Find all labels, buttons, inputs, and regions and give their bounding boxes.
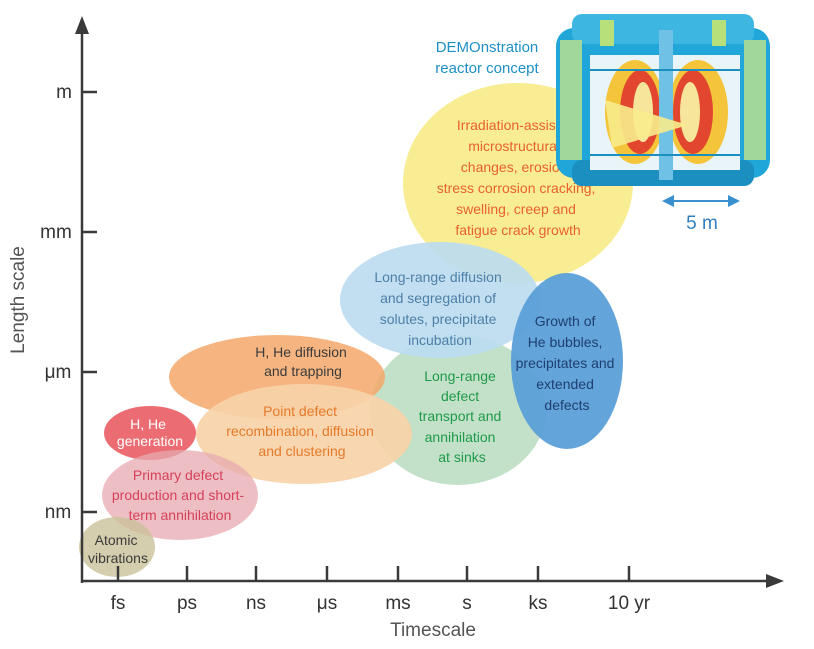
label-point-defect: Point defect recombination, diffusion an… <box>226 403 378 459</box>
label-line: defects <box>544 397 589 413</box>
y-tick-label: m <box>56 82 72 103</box>
scale-arrow-left <box>662 195 674 207</box>
label-line: Primary defect <box>133 467 223 483</box>
label-h-he-generation: H, He generation <box>117 416 183 449</box>
label-line: extended <box>536 376 594 392</box>
label-line: H, He diffusion <box>255 344 347 360</box>
reactor-coil <box>600 20 614 46</box>
y-tick-label: mm <box>40 222 72 243</box>
label-line: solutes, precipitate <box>380 311 497 327</box>
scale-bar: 5 m <box>662 195 740 234</box>
label-line: H, He <box>130 416 166 432</box>
x-tick-label: fs <box>111 593 126 614</box>
reactor-central-column <box>659 30 673 180</box>
x-tick-label: ns <box>246 593 266 614</box>
label-line: swelling, creep and <box>456 201 576 217</box>
reactor-illustration <box>556 14 770 186</box>
y-tick-label: nm <box>45 502 71 523</box>
y-axis-arrowhead <box>75 16 89 34</box>
axes: m mm μm nm fs ps ns μs ms s ks 10 yr Tim… <box>8 16 784 641</box>
reactor-label: DEMOnstration reactor concept <box>435 39 539 77</box>
reactor-coil <box>560 40 582 160</box>
label-line: production and short- <box>112 487 245 503</box>
reactor-coil <box>744 40 766 160</box>
label-line: Long-range <box>424 368 496 384</box>
label-line: defect <box>441 388 479 404</box>
label-line: and clustering <box>258 443 345 459</box>
label-line: Growth of <box>535 313 596 329</box>
x-axis-arrowhead <box>766 574 784 588</box>
region-primary-defect <box>102 450 258 540</box>
label-long-range-defect: Long-range defect transport and annihila… <box>419 368 505 465</box>
reactor-label-line1: DEMOnstration <box>436 39 539 56</box>
label-line: vibrations <box>88 550 148 566</box>
label-line: transport and <box>419 408 502 424</box>
label-line: fatigue crack growth <box>455 222 580 238</box>
y-tick-label: μm <box>45 362 72 383</box>
label-line: microstructural, <box>468 138 564 154</box>
label-line: annihilation <box>425 429 496 445</box>
label-line: incubation <box>408 332 472 348</box>
reactor-core-right <box>680 82 700 142</box>
label-line: generation <box>117 433 183 449</box>
label-he-bubbles: Growth of He bubbles, precipitates and e… <box>516 313 619 413</box>
regions-layer <box>79 83 633 577</box>
label-line: Point defect <box>263 403 337 419</box>
label-line: term annihilation <box>129 507 232 523</box>
label-line: and segregation of <box>380 290 496 306</box>
label-long-range-diffusion: Long-range diffusion and segregation of … <box>374 269 505 348</box>
x-tick-label: 10 yr <box>608 593 651 614</box>
y-axis-title: Length scale <box>8 246 29 354</box>
label-line: recombination, diffusion <box>226 423 374 439</box>
region-h-he-generation <box>104 406 196 460</box>
label-line: and trapping <box>264 363 342 379</box>
x-tick-label: s <box>462 593 472 614</box>
region-long-range-defect <box>370 335 546 485</box>
label-line: Atomic <box>95 532 138 548</box>
label-h-he-diffusion: H, He diffusion and trapping <box>255 344 350 379</box>
scale-label: 5 m <box>686 213 718 234</box>
label-irradiation-assisted: Irradiation-assisted microstructural, ch… <box>437 117 600 238</box>
region-he-bubbles <box>511 273 623 449</box>
callout-connector <box>605 100 688 148</box>
label-line: at sinks <box>438 449 485 465</box>
label-line: Irradiation-assisted <box>457 117 575 133</box>
reactor-label-line2: reactor concept <box>435 60 539 77</box>
region-long-range-diffusion <box>340 242 540 358</box>
x-tick-label: ps <box>177 593 197 614</box>
label-line: He bubbles, <box>528 334 603 350</box>
region-atomic-vibrations <box>79 517 155 577</box>
x-tick-label: ms <box>385 593 410 614</box>
label-atomic-vibrations: Atomic vibrations <box>88 532 148 566</box>
label-line: stress corrosion cracking, <box>437 180 596 196</box>
reactor-coil <box>712 20 726 46</box>
reactor-top-cap <box>572 14 754 44</box>
label-line: precipitates and <box>516 355 615 371</box>
label-primary-defect: Primary defect production and short- ter… <box>112 467 248 523</box>
label-line: changes, erosion, <box>461 159 572 175</box>
scale-arrow-right <box>728 195 740 207</box>
x-tick-label: ks <box>529 593 548 614</box>
region-point-defect <box>196 384 412 484</box>
region-labels: Irradiation-assisted microstructural, ch… <box>88 117 619 566</box>
label-line: Long-range diffusion <box>374 269 501 285</box>
x-tick-label: μs <box>317 593 337 614</box>
x-axis-title: Timescale <box>390 620 476 641</box>
